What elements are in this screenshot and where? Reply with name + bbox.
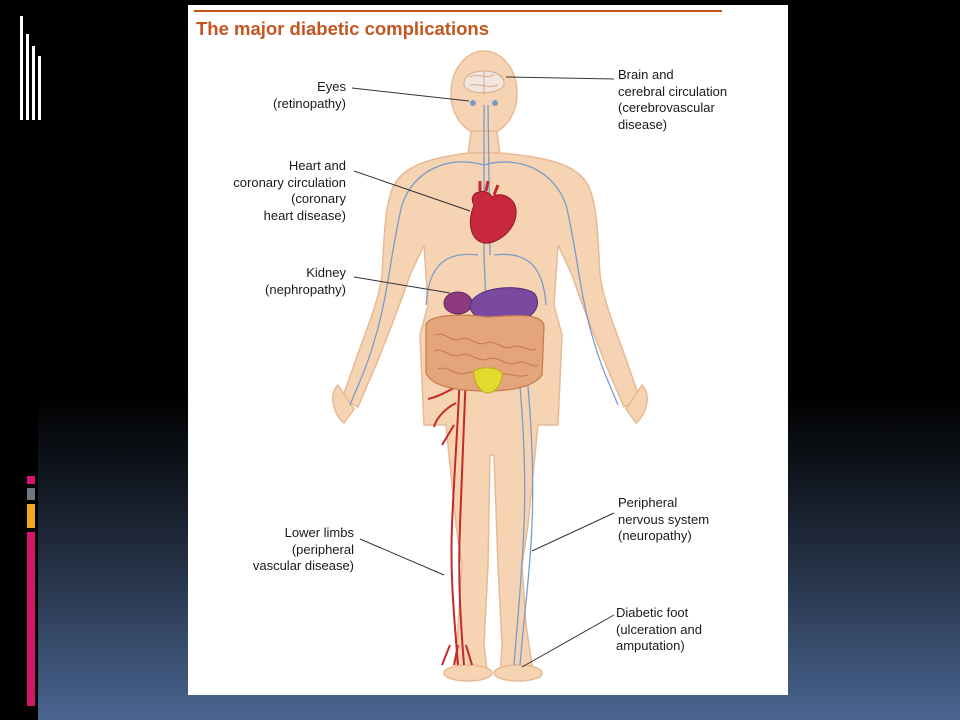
label-kidney: Kidney (nephropathy) xyxy=(265,265,346,298)
bladder xyxy=(473,367,503,394)
label-line: (peripheral xyxy=(291,541,354,557)
label-line: Diabetic foot xyxy=(616,605,689,620)
label-line: (nephropathy) xyxy=(265,281,346,297)
label-line: nervous system xyxy=(618,511,710,527)
label-line: amputation) xyxy=(616,638,685,653)
label-line: cerebral circulation xyxy=(618,83,728,99)
accent-block xyxy=(27,476,35,484)
accent-block xyxy=(27,504,35,528)
accent-block xyxy=(27,488,35,500)
label-line: coronary circulation xyxy=(233,174,346,190)
label-brain: Brain and cerebral circulation (cerebrov… xyxy=(618,67,727,133)
label-lower-limbs: Lower limbs (peripheral vascular disease… xyxy=(253,525,354,575)
label-line: (neuropathy) xyxy=(618,528,692,543)
label-heart: Heart and coronary circulation (coronary… xyxy=(233,158,346,224)
label-eyes: Eyes (retinopathy) xyxy=(273,79,346,112)
slide-decoration xyxy=(20,16,41,120)
eye-right xyxy=(492,100,498,106)
diagram-title: The major diabetic complications xyxy=(196,18,489,39)
label-line: Brain and xyxy=(618,67,674,82)
label-line: Lower limbs xyxy=(284,525,354,540)
label-line: (coronary xyxy=(291,191,346,206)
title-rule xyxy=(194,10,722,12)
label-line: disease) xyxy=(618,116,668,132)
diagram-panel: The major diabetic complications xyxy=(188,5,788,695)
label-foot: Diabetic foot (ulceration and amputation… xyxy=(616,605,702,655)
label-line: heart disease) xyxy=(263,207,346,223)
label-line: vascular disease) xyxy=(252,558,354,573)
heart xyxy=(469,180,517,244)
accent-block xyxy=(27,532,35,706)
label-nerves: Peripheral nervous system (neuropathy) xyxy=(618,495,709,545)
eye-left xyxy=(470,100,476,106)
label-line: Peripheral xyxy=(618,495,678,510)
label-line: (ulceration and xyxy=(616,621,702,637)
label-line: Eyes xyxy=(317,79,346,94)
label-line: (retinopathy) xyxy=(273,95,346,111)
body-illustration xyxy=(332,50,648,682)
brain xyxy=(463,70,505,95)
leader-lines xyxy=(351,76,615,668)
kidney xyxy=(443,291,473,315)
label-line: Heart and xyxy=(288,158,346,173)
label-line: (cerebrovascular xyxy=(618,100,715,115)
intestines xyxy=(425,314,545,392)
label-line: Kidney xyxy=(306,265,346,280)
